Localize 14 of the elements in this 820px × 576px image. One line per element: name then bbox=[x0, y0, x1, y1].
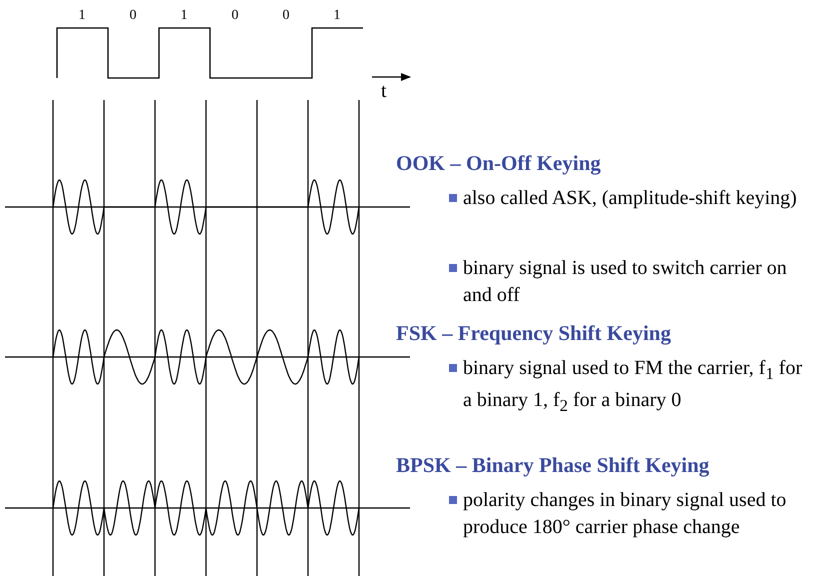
bit-value: 1 bbox=[334, 8, 340, 24]
bit-value: 0 bbox=[130, 8, 136, 24]
bit-value: 1 bbox=[78, 8, 86, 24]
bullet-text: also called ASK, (amplitude-shift keying) bbox=[463, 186, 798, 211]
bit-value: 0 bbox=[232, 8, 238, 24]
bit-value: 1 bbox=[180, 8, 188, 24]
bullet-text: binary signal used to FM the carrier, f$_{1}$ for a binary 1, f$_{2}$ for a binary 0 bbox=[463, 356, 804, 417]
bullet-text: polarity changes in binary signal used to produce 180° carrier phase change bbox=[463, 488, 788, 540]
bullet-text: binary signal is used to switch carrier on and off bbox=[463, 256, 788, 308]
axis-label: t bbox=[381, 80, 387, 102]
section-heading: BPSK – Binary Phase Shift Keying bbox=[396, 452, 710, 478]
bit-value: 0 bbox=[282, 8, 290, 24]
section-heading: OOK – On-Off Keying bbox=[396, 150, 601, 176]
section-heading: FSK – Frequency Shift Keying bbox=[396, 320, 671, 346]
